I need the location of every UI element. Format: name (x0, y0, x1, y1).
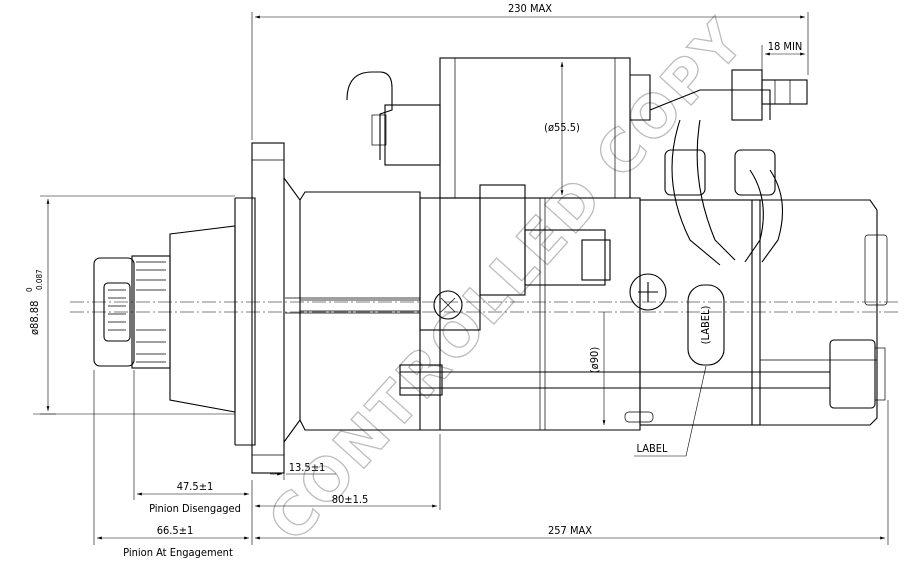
outline: (LABEL) (70, 57, 900, 474)
dim-13-5: 13.5±1 (270, 461, 336, 480)
svg-text:80±1.5: 80±1.5 (332, 493, 369, 506)
dim-257-max: 257 MAX (251, 400, 889, 545)
dim-80: 80±1.5 (255, 434, 441, 510)
label-plate: (LABEL) (687, 284, 725, 366)
dim-dia-88-88: ø88.88 0 0.087 (25, 195, 235, 415)
svg-text:Pinion Disengaged: Pinion Disengaged (149, 502, 241, 515)
wiring-harness (649, 89, 783, 266)
nose-housing (169, 197, 256, 446)
through-bolt (399, 364, 830, 396)
label-leader: LABEL (634, 365, 707, 457)
dim-dia-55-5: (ø55.5) (544, 62, 580, 195)
dim-230-max: 230 MAX (251, 2, 809, 140)
svg-text:(ø55.5): (ø55.5) (544, 121, 580, 134)
svg-text:18 MIN: 18 MIN (768, 40, 803, 53)
mounting-flange (251, 142, 285, 474)
dim-18-min: 18 MIN (761, 40, 805, 80)
svg-text:(LABEL): (LABEL) (699, 305, 712, 344)
svg-text:CONTROLLED COPY: CONTROLLED COPY (255, 6, 759, 555)
dim-66-5: 66.5±1 Pinion At Engagement (93, 370, 249, 559)
svg-text:0: 0 (25, 287, 34, 292)
connector-block (419, 184, 611, 331)
cross-screw-icon (629, 273, 667, 311)
svg-text:ø88.88: ø88.88 (28, 301, 41, 335)
svg-text:13.5±1: 13.5±1 (289, 461, 326, 474)
dim-47-5: 47.5±1 Pinion Disengaged (133, 370, 249, 515)
drain-plug (624, 411, 654, 423)
svg-text:66.5±1: 66.5±1 (157, 524, 194, 537)
terminal-stud (731, 69, 808, 121)
svg-text:(ø90): (ø90) (588, 347, 601, 374)
svg-text:Pinion At Engagement: Pinion At Engagement (123, 546, 233, 559)
svg-text:0.087: 0.087 (35, 269, 44, 290)
dim-dia-90: (ø90) (588, 312, 606, 425)
watermark: CONTROLLED COPY (254, 5, 759, 555)
centerline (70, 301, 900, 313)
svg-text:47.5±1: 47.5±1 (177, 480, 214, 493)
svg-text:230 MAX: 230 MAX (508, 2, 552, 15)
end-cap (829, 234, 888, 409)
svg-text:LABEL: LABEL (636, 442, 668, 455)
svg-text:257 MAX: 257 MAX (548, 524, 592, 537)
